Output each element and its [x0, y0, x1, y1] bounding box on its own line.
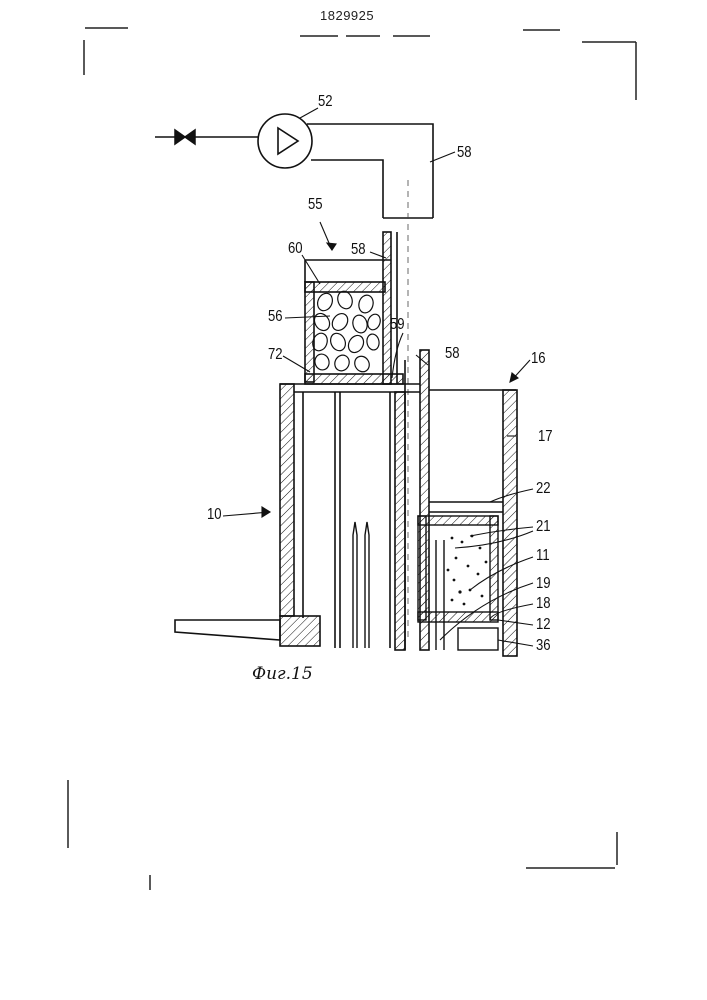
label-56: 56 [268, 308, 283, 326]
scan-frame-marks [68, 28, 636, 890]
label-36: 36 [536, 637, 551, 655]
label-11: 11 [536, 547, 550, 565]
label-59: 59 [390, 316, 405, 334]
label-72-left: 72 [268, 346, 283, 364]
label-10: 10 [207, 506, 222, 524]
housing-10 [280, 384, 420, 650]
label-16: 16 [531, 350, 546, 368]
label-21: 21 [536, 518, 551, 536]
label-60: 60 [288, 240, 303, 258]
label-55: 55 [308, 196, 323, 214]
label-58-mid: 58 [351, 241, 366, 259]
granules-56 [310, 289, 382, 374]
label-58-low: 58 [445, 345, 460, 363]
cartridge-11 [418, 516, 498, 650]
label-19: 19 [536, 575, 551, 593]
label-52: 52 [318, 93, 333, 111]
label-18: 18 [536, 595, 551, 613]
needles [353, 522, 369, 648]
label-58-top: 58 [457, 144, 472, 162]
base-plate [175, 616, 320, 646]
valve-symbol [155, 130, 258, 144]
label-22: 22 [536, 480, 551, 498]
duct-58 [307, 124, 433, 218]
figure-caption: Фиг.15 [252, 664, 313, 684]
pump-52 [258, 114, 312, 168]
label-12: 12 [536, 616, 551, 634]
label-17: 17 [538, 428, 553, 446]
